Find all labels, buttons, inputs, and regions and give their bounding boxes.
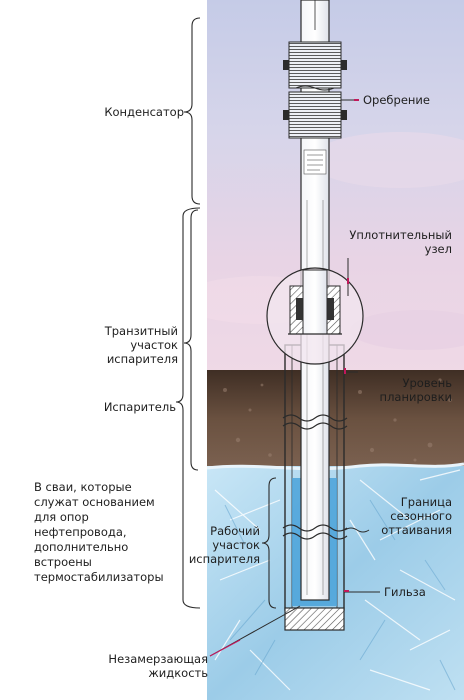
label-nonfreeze-line2: жидкость [148, 666, 208, 680]
label-seal-unit-line2: узел [424, 242, 452, 256]
label-finning: Оребрение [363, 93, 430, 107]
label-seasonal-thaw-line2: сезонного [390, 509, 452, 523]
label-condenser: Конденсатор [104, 105, 184, 119]
break-lines [282, 414, 348, 540]
label-transit-line2: участок [130, 338, 178, 352]
note-line3: для опор [34, 510, 89, 524]
note-line7: термостабилизаторы [34, 570, 164, 584]
label-seal-unit-line1: Уплотнительный [349, 228, 452, 242]
label-transit-line3: испарителя [106, 352, 178, 366]
label-sleeve: Гильза [384, 585, 426, 599]
note-line1: В сваи, которые [34, 480, 132, 494]
label-grade-level-line2: планировки [379, 390, 452, 404]
note-line5: дополнительно [34, 540, 129, 554]
label-seasonal-thaw-line3: оттаивания [381, 523, 452, 537]
label-working-line1: Рабочий [210, 524, 260, 538]
label-evaporator: Испаритель [103, 400, 176, 414]
label-grade-level-line1: Уровень [402, 376, 453, 390]
label-working-line2: участок [212, 538, 260, 552]
note-line2: служат основанием [34, 495, 155, 509]
soil-layer [207, 370, 464, 468]
label-nonfreeze-line1: Незамерзающая [108, 652, 208, 666]
condenser-fins [283, 41, 347, 139]
braces [175, 17, 277, 609]
note-line6: встроены [34, 555, 92, 569]
seal-unit [266, 267, 364, 365]
label-transit-line1: Транзитный [104, 324, 178, 338]
note-line4: нефтепровода, [34, 525, 127, 539]
accent-markers [209, 99, 359, 657]
label-seasonal-thaw-line1: Граница [400, 495, 452, 509]
label-working-line3: испарителя [188, 552, 260, 566]
sleeve-bottom [284, 607, 345, 631]
